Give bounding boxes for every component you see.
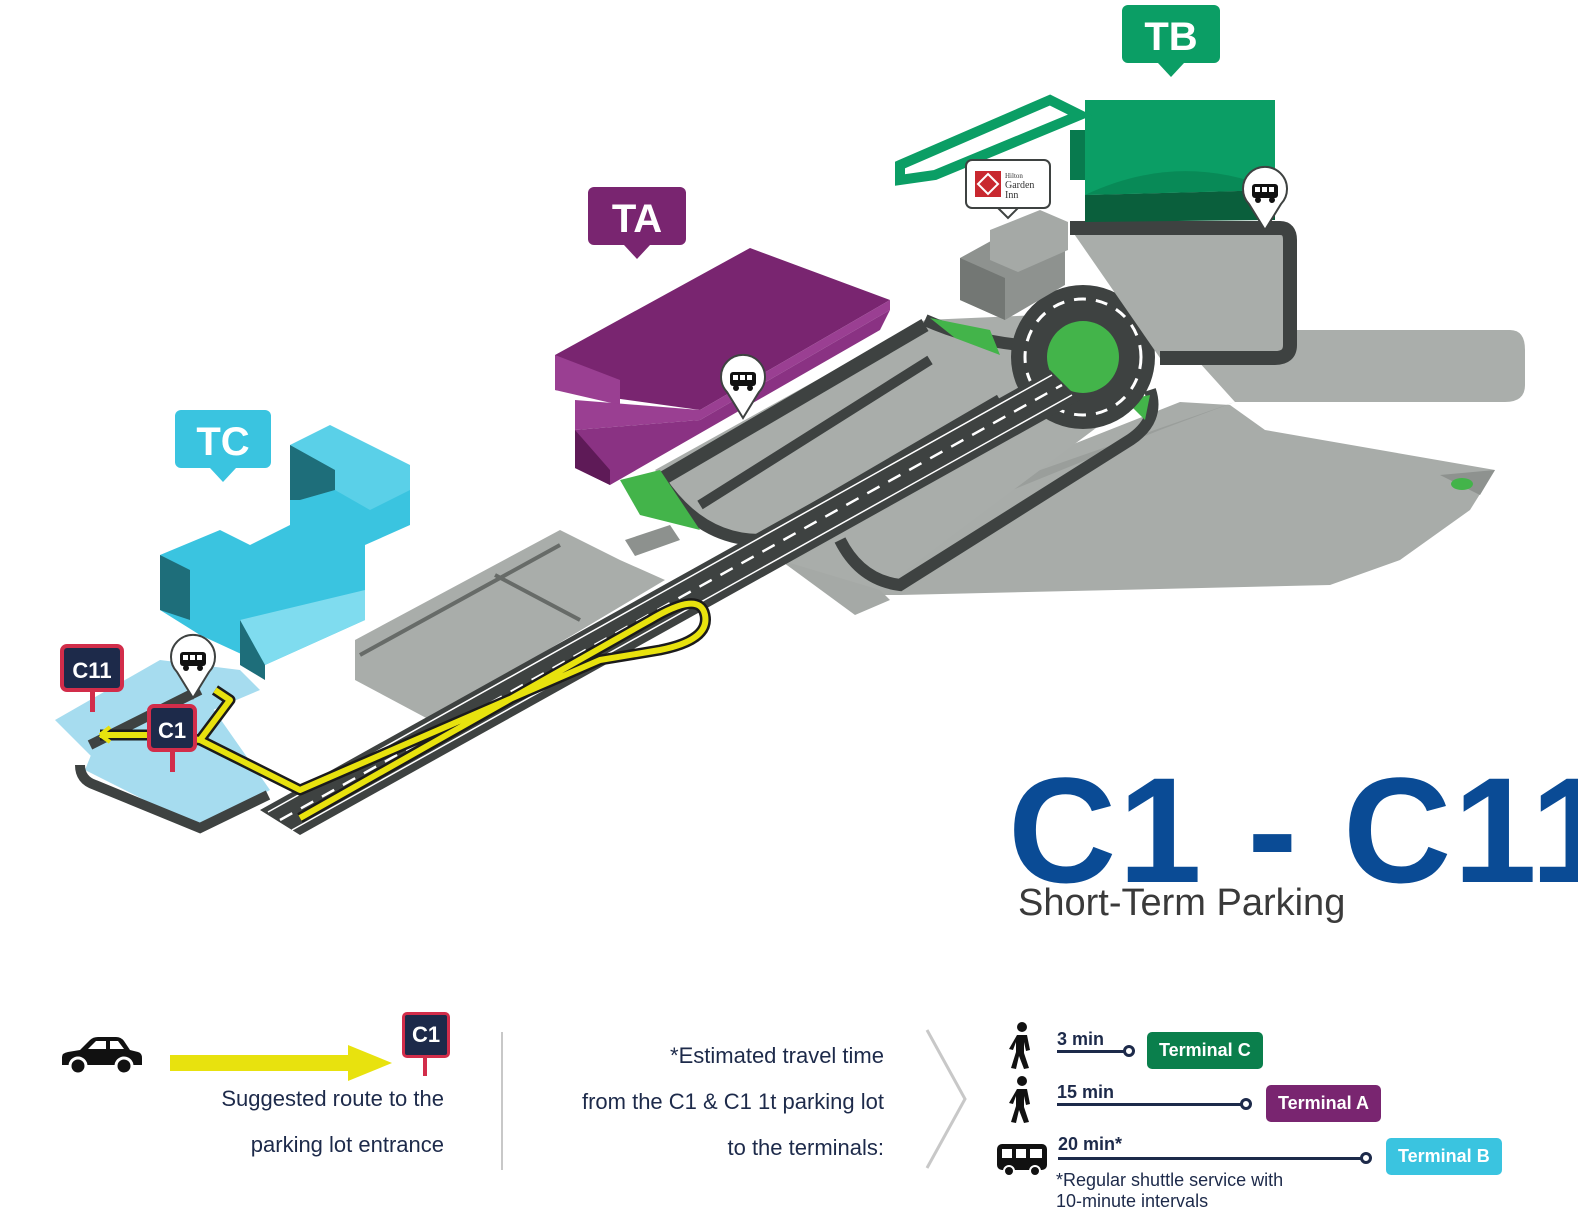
route-sign-c1-text: C1 [402,1012,450,1058]
terminal-b-badge: Terminal B [1386,1138,1502,1175]
travel-time-terminal-a: 15 min [1057,1082,1115,1102]
legend-divider [501,1032,503,1170]
tc-label: TC [175,410,271,482]
route-sign-c1: C1 [402,1012,450,1076]
hotel-line-1: Hilton [1005,172,1023,180]
terminal-c-building [160,425,410,680]
route-legend-line-2: parking lot entrance [250,1132,444,1157]
sign-c1-text: C1 [158,718,186,743]
parking-subtitle: Short-Term Parking [1018,882,1346,924]
ta-label: TA [588,187,686,259]
chevron-right-icon [925,1029,967,1169]
parking-title: C1 - C11 [1008,746,1578,914]
shuttle-note-line-2: 10-minute intervals [1056,1191,1209,1211]
tb-label: TB [1122,5,1220,77]
suggested-route-fill [100,600,709,821]
hotel-sign: Hilton Garden Inn [965,159,1051,220]
car-icon [62,1037,142,1076]
shuttle-pin-tc [170,633,216,700]
route-legend-line-1: Suggested route to the [221,1086,444,1111]
shuttle-pin-ta [720,353,766,420]
estimate-line-1: *Estimated travel time [670,1043,884,1068]
sign-c1: C1 [147,704,197,772]
route-arrow-icon [170,1045,392,1081]
estimate-line-2: from the C1 & C1 1t parking lot [581,1089,884,1114]
terminal-a-building [555,248,890,485]
travel-time-terminal-c: 3 min [1057,1029,1105,1049]
terminal-b-building [895,94,1275,222]
hotel-line-3: Inn [1005,190,1018,201]
tc-label-text: TC [196,420,249,464]
walk-icon [1009,1076,1030,1123]
sign-c11-text: C11 [72,658,111,683]
left-apron [355,525,680,720]
ta-label-text: TA [612,197,662,241]
terminal-c-badge: Terminal C [1147,1032,1263,1069]
travel-time-terminal-b: 20 min* [1058,1134,1123,1154]
tb-label-text: TB [1144,15,1197,59]
terminal-a-badge: Terminal A [1266,1085,1382,1122]
shuttle-icon [997,1144,1047,1177]
hotel-building [960,210,1068,320]
estimate-line-3: to the terminals: [727,1135,884,1160]
shuttle-pin-tb [1242,165,1288,232]
airport-map: TC TA TB Hilton Garden Inn [55,5,1525,835]
shuttle-note-line-1: *Regular shuttle service with [1056,1170,1284,1190]
walk-icon [1009,1022,1030,1069]
sign-c11: C11 [60,644,124,712]
hotel-line-2: Garden [1005,180,1034,191]
